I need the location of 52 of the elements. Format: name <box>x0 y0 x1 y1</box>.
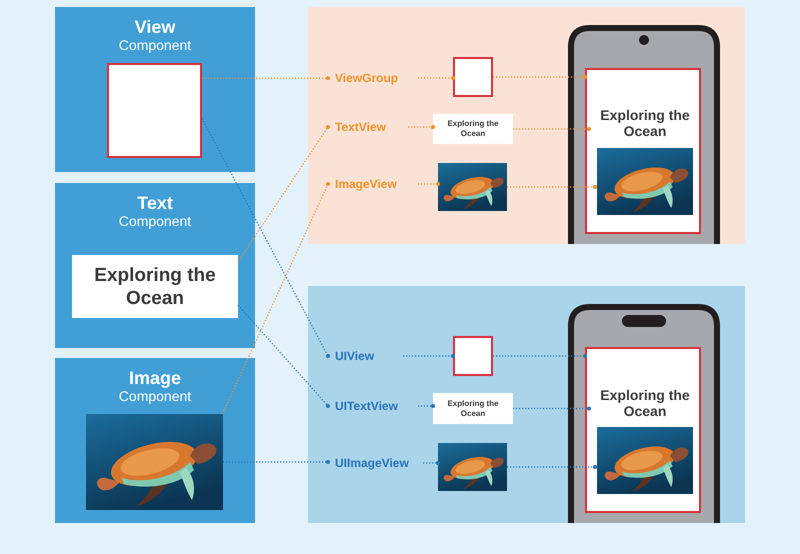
connector <box>202 76 330 80</box>
class-name: TextView <box>328 118 408 136</box>
platform-panel <box>308 286 745 523</box>
text-card: Exploring the Ocean <box>433 393 513 424</box>
connector <box>423 461 440 465</box>
connector <box>223 460 330 464</box>
connector <box>513 406 591 410</box>
turtle-picture <box>597 148 693 215</box>
class-name: ViewGroup <box>328 69 418 87</box>
screen-title: Exploring the Ocean <box>591 102 699 144</box>
connector <box>403 354 455 358</box>
phone-drawing <box>568 304 720 523</box>
connector <box>201 118 330 358</box>
connector <box>408 125 435 129</box>
connector <box>238 304 330 408</box>
view-frame <box>585 347 701 513</box>
connector <box>507 185 597 189</box>
platform-panel <box>308 7 745 244</box>
component-panel <box>55 183 255 348</box>
phone-drawing <box>568 25 720 244</box>
connector <box>493 75 587 79</box>
turtle-picture <box>86 414 223 510</box>
component-panel <box>55 358 255 523</box>
class-name: UIImageView <box>328 454 423 472</box>
class-name: UITextView <box>328 397 418 415</box>
connector <box>238 125 330 262</box>
connector <box>222 182 330 414</box>
connector <box>513 127 591 131</box>
screen-title: Exploring the Ocean <box>591 382 699 424</box>
class-name: ImageView <box>328 175 418 193</box>
panel-subtitle: Component <box>118 213 192 229</box>
panel-subtitle: Component <box>118 388 192 404</box>
class-name: UIView <box>328 347 403 365</box>
connector <box>418 76 455 80</box>
text-card: Exploring the Ocean <box>72 255 238 318</box>
panel-subtitle: Component <box>118 37 192 53</box>
view-frame <box>107 63 202 158</box>
view-frame <box>453 336 493 376</box>
text-card: Exploring the Ocean <box>433 114 513 144</box>
view-frame <box>453 57 493 97</box>
turtle-picture <box>597 427 693 494</box>
connector <box>507 465 597 469</box>
panel-title: View <box>134 17 176 37</box>
panel-title: Text <box>137 193 173 213</box>
panel-title: Image <box>128 368 182 388</box>
connector <box>418 404 435 408</box>
turtle-picture <box>438 163 507 211</box>
view-frame <box>585 68 701 234</box>
connector <box>418 182 440 186</box>
connector <box>493 354 587 358</box>
component-panel <box>55 7 255 172</box>
turtle-picture <box>438 443 507 491</box>
